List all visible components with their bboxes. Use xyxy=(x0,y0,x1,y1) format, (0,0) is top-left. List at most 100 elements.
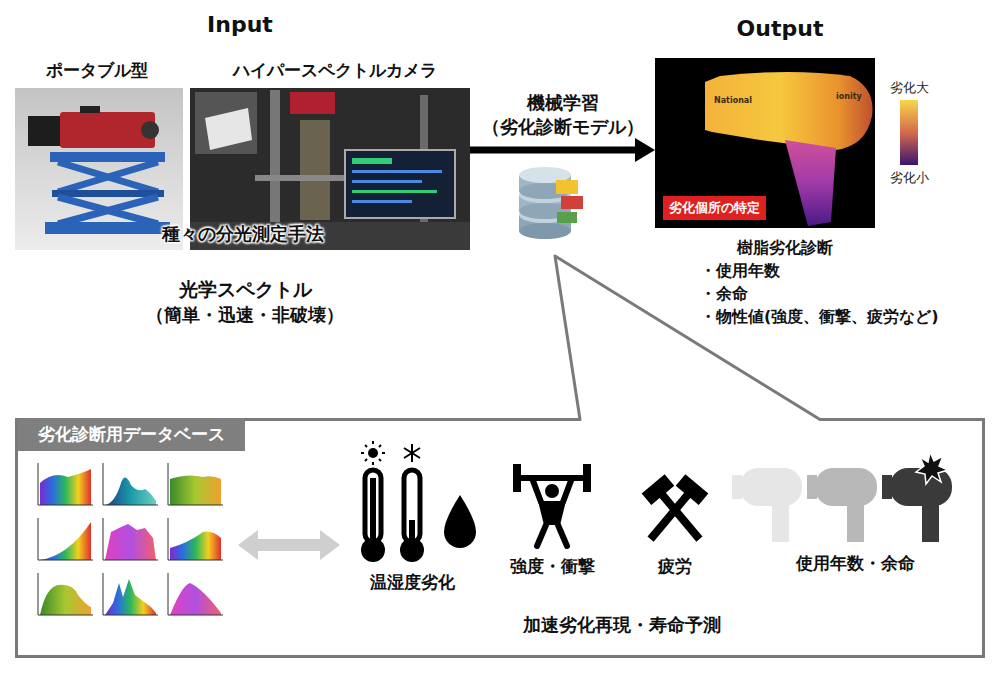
hyperspectral-photo xyxy=(290,92,335,114)
scale-label: 劣化大 xyxy=(890,80,929,96)
photo-caption: ハイパースペクトルカメラ xyxy=(233,60,437,80)
icon-caption: 疲労 xyxy=(658,556,692,576)
spectrum-charts xyxy=(168,463,223,505)
temperature-humidity-icon xyxy=(365,459,367,461)
strength-icon xyxy=(563,478,572,502)
spectrum-charts xyxy=(168,518,223,560)
strength-icon xyxy=(583,464,591,492)
hyperspectral-photo xyxy=(352,190,437,193)
temperature-humidity-icon xyxy=(368,448,378,458)
input-caption: （簡単・迅速・非破壊） xyxy=(146,304,344,326)
portable-photo xyxy=(45,222,170,234)
temperature-humidity-icon xyxy=(382,452,385,454)
database-icon xyxy=(519,223,571,239)
temperature-humidity-icon xyxy=(361,441,420,465)
dryer-aging-icons xyxy=(847,504,864,542)
database-icon xyxy=(561,196,583,209)
dryer-aging-icons xyxy=(740,468,802,506)
spectrum-charts xyxy=(168,573,223,615)
arrow-head xyxy=(635,138,655,162)
strength-icon xyxy=(513,464,521,492)
temperature-humidity-icon xyxy=(400,538,424,562)
dryer-aging-icons xyxy=(882,468,952,542)
spectrum-charts xyxy=(105,524,156,560)
spectrum-charts xyxy=(40,522,91,560)
edge-label: 機械学習 （劣化診断モデル） xyxy=(468,91,658,138)
portable-photo xyxy=(60,112,155,148)
hyperspectral-photo xyxy=(300,120,330,220)
strength-icon xyxy=(538,501,566,525)
product-marking: National xyxy=(714,96,752,106)
spectrum-charts xyxy=(38,463,93,505)
temperature-humidity-icon xyxy=(361,441,476,562)
callout-outline xyxy=(15,256,985,420)
photo-panel: 種々の分光測定手法 xyxy=(15,88,470,250)
hyperspectral-photo xyxy=(270,90,280,240)
hairdryer-heatmap xyxy=(705,72,873,150)
dryer-aging-icons xyxy=(732,468,802,542)
dryer-aging-icons xyxy=(916,452,948,484)
spectrum-charts xyxy=(103,518,158,560)
portable-photo xyxy=(28,116,64,146)
hyperspectral-photo xyxy=(352,180,422,183)
spectrum-charts xyxy=(103,573,158,615)
temperature-humidity-icon xyxy=(361,452,364,454)
photo-caption: ポータブル型 xyxy=(46,60,148,80)
spectrum-charts xyxy=(105,579,156,615)
dryer-aging-icons xyxy=(922,504,939,542)
spectrum-charts xyxy=(168,573,223,615)
output-image: 劣化個所の特定 xyxy=(655,58,875,228)
heading: Input xyxy=(207,12,273,38)
color-scale xyxy=(900,100,918,165)
strength-icon xyxy=(537,525,546,546)
strength-icon xyxy=(532,478,541,502)
input-caption: 光学スペクトル xyxy=(179,278,312,301)
spectrum-charts xyxy=(38,463,93,505)
fatigue-icon xyxy=(642,474,711,548)
panel-tab: 劣化診断用データベース xyxy=(18,418,245,451)
spectrum-charts xyxy=(170,475,221,505)
temperature-humidity-icon xyxy=(370,478,376,544)
dryer-aging-icons xyxy=(772,504,789,542)
scale-label: 劣化小 xyxy=(890,170,929,186)
dryer-aging-icons xyxy=(807,468,877,542)
spectrum-charts xyxy=(170,532,221,560)
database-icon xyxy=(557,212,577,223)
spectrum-charts xyxy=(38,573,93,615)
temperature-humidity-icon xyxy=(404,448,420,458)
database-icon xyxy=(519,167,583,239)
spectrum-charts xyxy=(38,463,223,615)
hyperspectral-photo xyxy=(352,170,442,173)
icon-caption: 強度・衝撃 xyxy=(510,556,595,576)
hairdryer-heatmap xyxy=(655,58,875,228)
hyperspectral-photo xyxy=(195,92,257,154)
temperature-humidity-icon xyxy=(372,441,374,444)
result-item: ・余命 xyxy=(700,284,748,303)
hyperspectral-photo xyxy=(345,150,455,218)
spectrum-charts xyxy=(38,573,93,615)
spectrum-charts xyxy=(38,518,93,560)
result-heading: 樹脂劣化診断 xyxy=(737,238,833,257)
double-arrow xyxy=(238,530,340,560)
fatigue-icon xyxy=(642,474,675,505)
portable-photo xyxy=(58,162,158,192)
spectrum-charts xyxy=(40,469,91,505)
temperature-humidity-icon xyxy=(361,538,385,562)
product-marking: ionity xyxy=(836,92,862,102)
strength-icon xyxy=(545,484,559,498)
strength-icon xyxy=(513,464,591,546)
arrow-shaft xyxy=(470,147,637,154)
method-caption: 種々の分光測定手法 xyxy=(15,222,470,246)
spectrum-charts xyxy=(103,463,158,505)
portable-photo xyxy=(50,152,165,162)
database-icon xyxy=(556,180,578,194)
strength-icon xyxy=(558,525,567,546)
portable-photo xyxy=(15,88,183,250)
spectrum-charts xyxy=(103,518,158,560)
hyperspectral-photo xyxy=(205,108,252,150)
spectrum-charts xyxy=(170,583,221,615)
portable-photo xyxy=(58,197,158,224)
hyperspectral-photo xyxy=(352,200,412,203)
